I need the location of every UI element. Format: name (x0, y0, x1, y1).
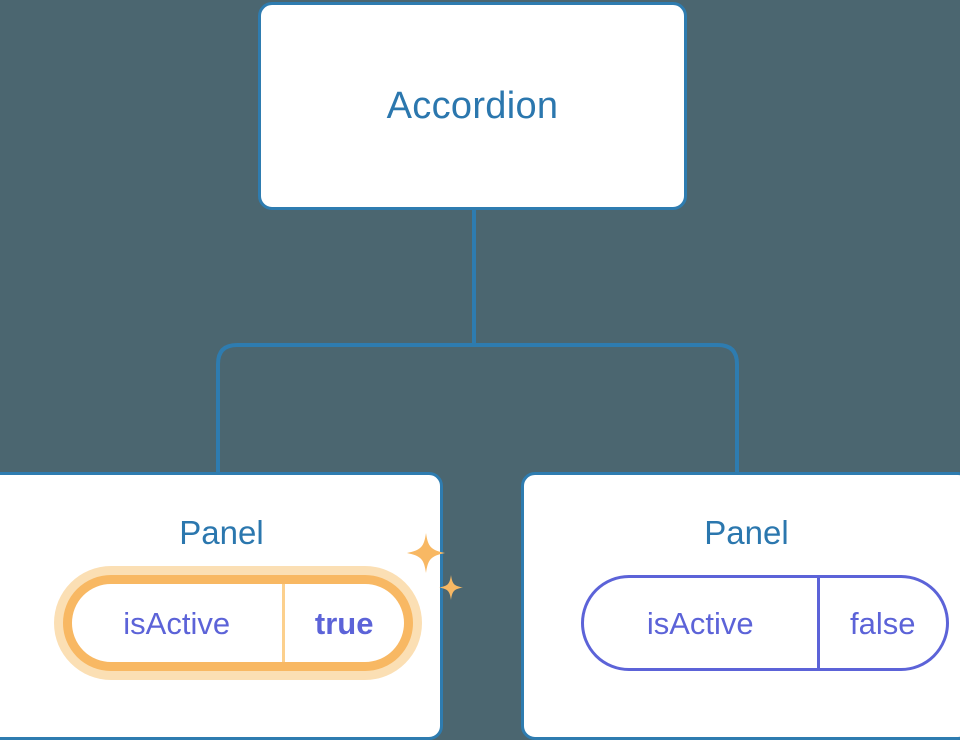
prop-key: isActive (72, 584, 285, 662)
prop-pill-wrapper: isActive true (17, 533, 463, 671)
sparkle-icon (438, 575, 463, 600)
prop-key: isActive (584, 578, 821, 668)
prop-value: true (314, 605, 374, 641)
node-accordion[interactable]: Accordion (258, 2, 687, 210)
prop-pill[interactable]: isActive false (580, 575, 949, 671)
node-panel-active[interactable]: Panel isActive true (0, 472, 463, 740)
node-title: Panel (704, 514, 789, 551)
prop-value: false (850, 605, 916, 641)
sparkles-group (406, 533, 463, 600)
node-title: Accordion (386, 85, 559, 127)
node-title: Panel (179, 514, 264, 551)
connector-branch-bar (216, 343, 739, 472)
sparkle-icon (406, 533, 445, 573)
node-panel-inactive[interactable]: Panel isActive false (521, 472, 960, 740)
prop-pill-wrapper: isActive false (545, 575, 949, 671)
prop-pill-highlighted[interactable]: isActive true (62, 575, 413, 671)
